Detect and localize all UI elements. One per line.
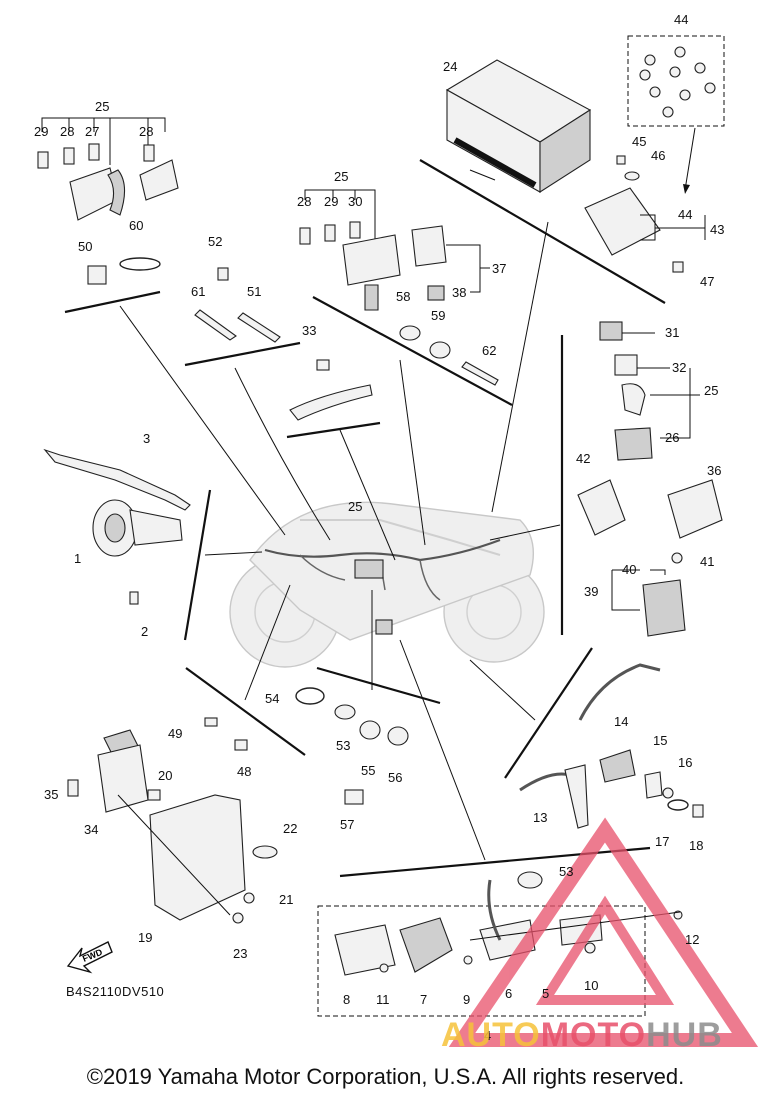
rectifier-group bbox=[67, 717, 278, 924]
callout-22: 22 bbox=[283, 821, 297, 836]
cable-ties-group bbox=[194, 267, 281, 343]
callout-25-center: 25 bbox=[334, 169, 348, 184]
callout-41: 41 bbox=[700, 554, 714, 569]
callout-46: 46 bbox=[651, 148, 665, 163]
callout-42: 42 bbox=[576, 451, 590, 466]
callout-54: 54 bbox=[265, 691, 279, 706]
watermark-part-2: MOTO bbox=[540, 1016, 647, 1054]
callout-53-clip: 53 bbox=[336, 738, 350, 753]
callout-19: 19 bbox=[138, 930, 152, 945]
callout-15: 15 bbox=[653, 733, 667, 748]
wire-harness bbox=[264, 538, 501, 562]
callout-48: 48 bbox=[237, 764, 251, 779]
callout-25-bike: 25 bbox=[348, 499, 362, 514]
callout-45: 45 bbox=[632, 134, 646, 149]
callout-31: 31 bbox=[665, 325, 679, 340]
motorcycle-silhouette bbox=[229, 501, 545, 668]
callout-47: 47 bbox=[700, 274, 714, 289]
watermark-logo bbox=[448, 817, 759, 1047]
callout-56: 56 bbox=[388, 770, 402, 785]
watermark-part-1: AUTO bbox=[441, 1016, 541, 1054]
callout-38: 38 bbox=[452, 285, 466, 300]
callout-6: 6 bbox=[505, 986, 512, 1001]
callout-49: 49 bbox=[168, 726, 182, 741]
forward-arrow-icon: FWD bbox=[66, 941, 113, 974]
callout-35: 35 bbox=[44, 787, 58, 802]
callout-36: 36 bbox=[707, 463, 721, 478]
callout-13: 13 bbox=[533, 810, 547, 825]
callout-11: 11 bbox=[376, 992, 390, 1007]
watermark-part-3: HUB bbox=[646, 1016, 723, 1054]
horn-group bbox=[43, 448, 191, 605]
callout-27: 27 bbox=[85, 124, 99, 139]
callout-23: 23 bbox=[233, 946, 247, 961]
leader-arrows bbox=[119, 169, 561, 861]
callout-16: 16 bbox=[678, 755, 692, 770]
callout-39: 39 bbox=[584, 584, 598, 599]
callout-21: 21 bbox=[279, 892, 293, 907]
callout-24: 24 bbox=[443, 59, 457, 74]
callout-59: 59 bbox=[431, 308, 445, 323]
callout-62: 62 bbox=[482, 343, 496, 358]
bolt-bracket-33 bbox=[289, 359, 373, 421]
callout-61: 61 bbox=[191, 284, 205, 299]
callout-50: 50 bbox=[78, 239, 92, 254]
callout-10: 10 bbox=[584, 978, 598, 993]
callout-29-left: 29 bbox=[34, 124, 48, 139]
sensor-group bbox=[519, 663, 704, 829]
callout-25-left: 25 bbox=[95, 99, 109, 114]
callout-8: 8 bbox=[343, 992, 350, 1007]
control-unit-group bbox=[584, 35, 725, 273]
callout-3: 3 bbox=[143, 431, 150, 446]
callout-20: 20 bbox=[158, 768, 172, 783]
copyright-notice: ©2019 Yamaha Motor Corporation, U.S.A. A… bbox=[86, 1064, 685, 1089]
callout-37: 37 bbox=[492, 261, 506, 276]
callout-57: 57 bbox=[340, 817, 354, 832]
callout-12: 12 bbox=[685, 932, 699, 947]
callout-58: 58 bbox=[396, 289, 410, 304]
callout-4: 4 bbox=[484, 1028, 491, 1043]
callout-44-top: 44 bbox=[674, 12, 688, 27]
callout-52: 52 bbox=[208, 234, 222, 249]
relay-connectors-right bbox=[577, 321, 723, 637]
callout-26: 26 bbox=[665, 430, 679, 445]
watermark-text: AUTOMOTOHUB bbox=[441, 1016, 723, 1055]
callout-9: 9 bbox=[463, 992, 470, 1007]
callout-60: 60 bbox=[129, 218, 143, 233]
callout-28-left: 28 bbox=[60, 124, 74, 139]
callout-43: 43 bbox=[710, 222, 724, 237]
callout-18: 18 bbox=[689, 838, 703, 853]
callout-17: 17 bbox=[655, 834, 669, 849]
callout-32: 32 bbox=[672, 360, 686, 375]
callout-2: 2 bbox=[141, 624, 148, 639]
callout-51: 51 bbox=[247, 284, 261, 299]
callout-labels: 1 2 3 4 5 6 7 8 9 10 11 12 13 14 15 16 1… bbox=[34, 12, 724, 1043]
callout-1: 1 bbox=[74, 551, 81, 566]
callout-7: 7 bbox=[420, 992, 427, 1007]
callout-33: 33 bbox=[302, 323, 316, 338]
group-lines bbox=[64, 159, 666, 878]
battery bbox=[445, 59, 592, 194]
callout-25-right: 25 bbox=[704, 383, 718, 398]
clamps-group bbox=[295, 687, 409, 805]
callout-53-tail: 53 bbox=[559, 864, 573, 879]
callout-30: 30 bbox=[348, 194, 362, 209]
fuse-box-group-center bbox=[299, 189, 499, 386]
callout-40: 40 bbox=[622, 562, 636, 577]
callout-28-right: 28 bbox=[139, 124, 153, 139]
tail-light-group bbox=[317, 871, 683, 1017]
diagram-code: B4S2110DV510 bbox=[66, 984, 165, 999]
callout-44-side: 44 bbox=[678, 207, 692, 222]
callout-34: 34 bbox=[84, 822, 98, 837]
fuse-box-group-left bbox=[37, 117, 179, 285]
callout-29-center: 29 bbox=[324, 194, 338, 209]
callout-14: 14 bbox=[614, 714, 628, 729]
callout-28-center: 28 bbox=[297, 194, 311, 209]
callout-5: 5 bbox=[542, 986, 549, 1001]
callout-55: 55 bbox=[361, 763, 375, 778]
